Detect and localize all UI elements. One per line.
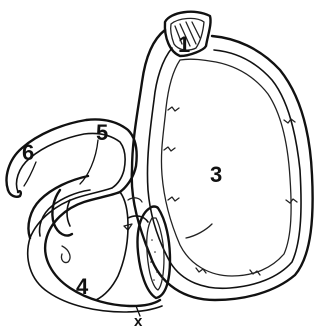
label-4: 4: [76, 274, 89, 299]
label-5: 5: [96, 120, 108, 145]
label-1: 1: [178, 32, 190, 57]
leader-6: [24, 162, 36, 186]
label-x: x: [134, 313, 143, 326]
label-6: 6: [22, 140, 34, 165]
label-3: 3: [210, 162, 222, 187]
